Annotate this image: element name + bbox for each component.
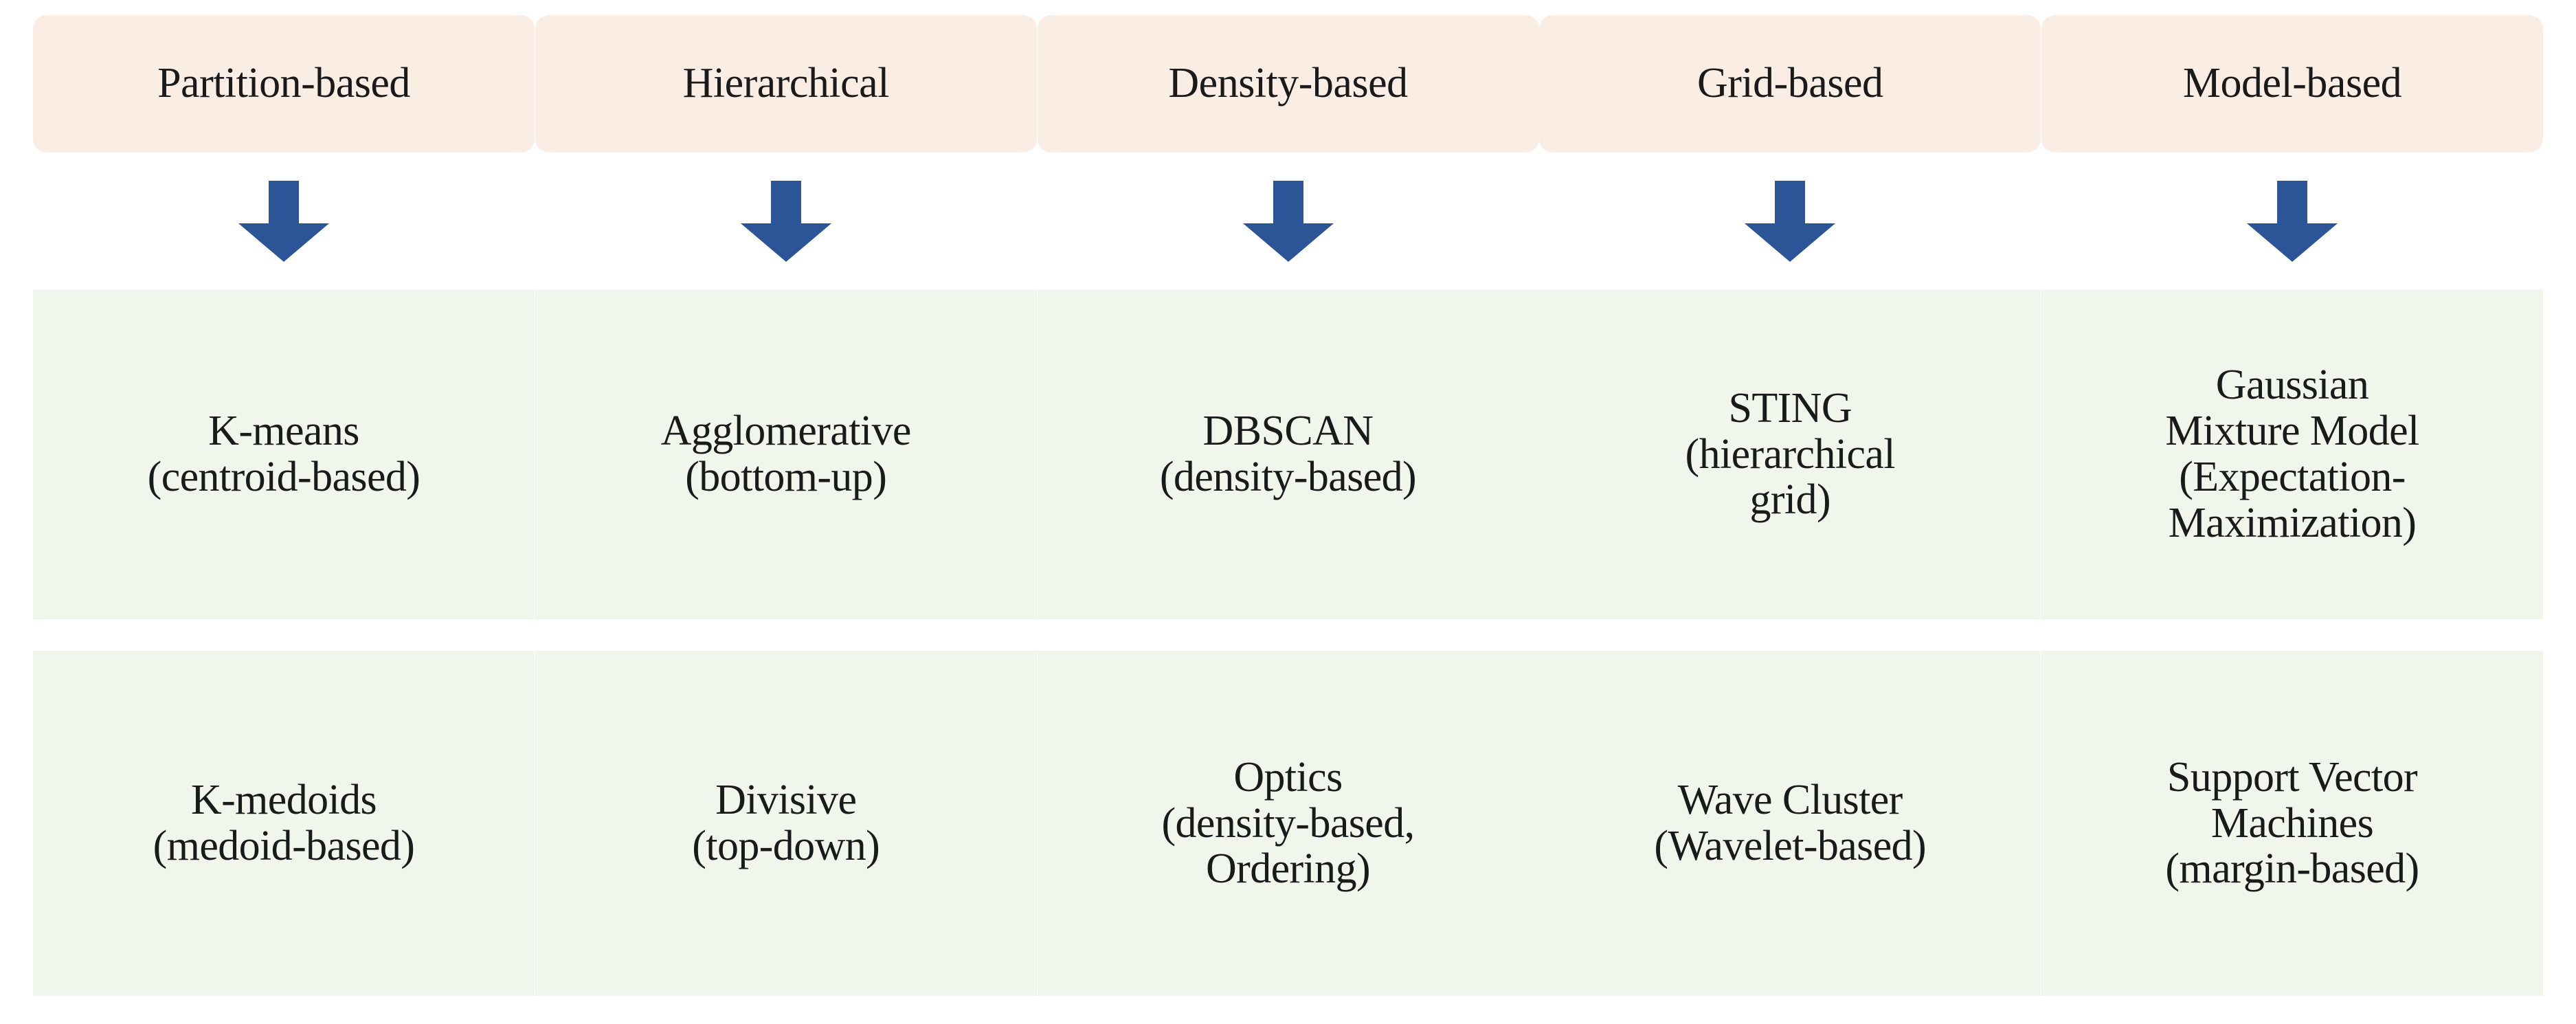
category-header-label: Grid-based	[1697, 60, 1883, 107]
row-gap	[1539, 619, 2041, 651]
category-header-label: Partition-based	[157, 60, 410, 107]
taxonomy-column-grid-based: Grid-based STING (hierarchical grid) Wav…	[1539, 0, 2041, 1024]
arrow-container	[2041, 153, 2543, 289]
category-header-model-based[interactable]: Model-based	[2041, 15, 2543, 153]
category-header-partition-based[interactable]: Partition-based	[33, 15, 535, 153]
taxonomy-column-model-based: Model-based Gaussian Mixture Model (Expe…	[2041, 0, 2543, 1024]
algorithm-label: DBSCAN (density-based)	[1159, 408, 1417, 500]
down-arrow-icon	[1242, 180, 1334, 262]
down-arrow-icon	[238, 180, 329, 262]
algorithm-cell[interactable]: K-means (centroid-based)	[33, 289, 535, 619]
algorithm-cell[interactable]: DBSCAN (density-based)	[1037, 289, 1539, 619]
category-header-hierarchical[interactable]: Hierarchical	[535, 15, 1037, 153]
algorithm-cell[interactable]: STING (hierarchical grid)	[1539, 289, 2041, 619]
taxonomy-column-partition-based: Partition-based K-means (centroid-based)…	[33, 0, 535, 1024]
row-gap	[535, 619, 1037, 651]
arrow-container	[33, 153, 535, 289]
down-arrow-icon	[2247, 180, 2338, 262]
algorithm-cell[interactable]: Gaussian Mixture Model (Expectation- Max…	[2041, 289, 2543, 619]
algorithm-cell[interactable]: Divisive (top-down)	[535, 651, 1037, 996]
category-header-label: Model-based	[2182, 60, 2402, 107]
algorithm-cell[interactable]: Wave Cluster (Wavelet-based)	[1539, 651, 2041, 996]
algorithm-label: K-medoids (medoid-based)	[153, 777, 415, 869]
algorithm-label: Agglomerative (bottom-up)	[660, 408, 912, 500]
down-arrow-icon	[1745, 180, 1836, 262]
row-gap	[1038, 619, 1539, 651]
arrow-container	[535, 153, 1037, 289]
algorithm-cell[interactable]: Agglomerative (bottom-up)	[535, 289, 1037, 619]
taxonomy-column-hierarchical: Hierarchical Agglomerative (bottom-up) D…	[535, 0, 1037, 1024]
algorithm-label: Wave Cluster (Wavelet-based)	[1654, 777, 1927, 869]
category-header-density-based[interactable]: Density-based	[1037, 15, 1539, 153]
algorithm-cell[interactable]: Optics (density-based, Ordering)	[1037, 651, 1539, 996]
taxonomy-column-density-based: Density-based DBSCAN (density-based) Opt…	[1037, 0, 1539, 1024]
algorithm-label: Support Vector Machines (margin-based)	[2165, 753, 2419, 893]
algorithm-label: K-means (centroid-based)	[147, 408, 421, 500]
category-header-grid-based[interactable]: Grid-based	[1539, 15, 2041, 153]
category-header-label: Hierarchical	[682, 60, 890, 107]
algorithm-label: STING (hierarchical grid)	[1685, 384, 1896, 524]
algorithm-cell[interactable]: K-medoids (medoid-based)	[33, 651, 535, 996]
algorithm-cell[interactable]: Support Vector Machines (margin-based)	[2041, 651, 2543, 996]
arrow-container	[1539, 153, 2041, 289]
algorithm-label: Divisive (top-down)	[692, 777, 880, 869]
algorithm-label: Optics (density-based, Ordering)	[1161, 753, 1415, 893]
category-header-label: Density-based	[1168, 60, 1408, 107]
algorithm-label: Gaussian Mixture Model (Expectation- Max…	[2165, 361, 2419, 546]
row-gap	[33, 619, 535, 651]
row-gap	[2041, 619, 2543, 651]
taxonomy-columns: Partition-based K-means (centroid-based)…	[33, 0, 2543, 1024]
arrow-container	[1038, 153, 1539, 289]
down-arrow-icon	[740, 180, 831, 262]
